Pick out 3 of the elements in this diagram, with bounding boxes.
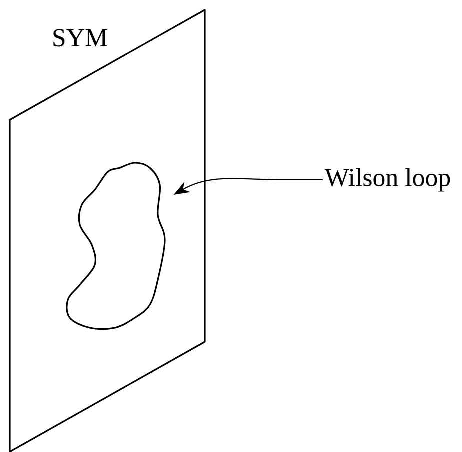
plane-with-label: SYM <box>9 9 206 452</box>
loop-label: Wilson loop <box>324 168 450 192</box>
closed-loop <box>66 162 166 330</box>
